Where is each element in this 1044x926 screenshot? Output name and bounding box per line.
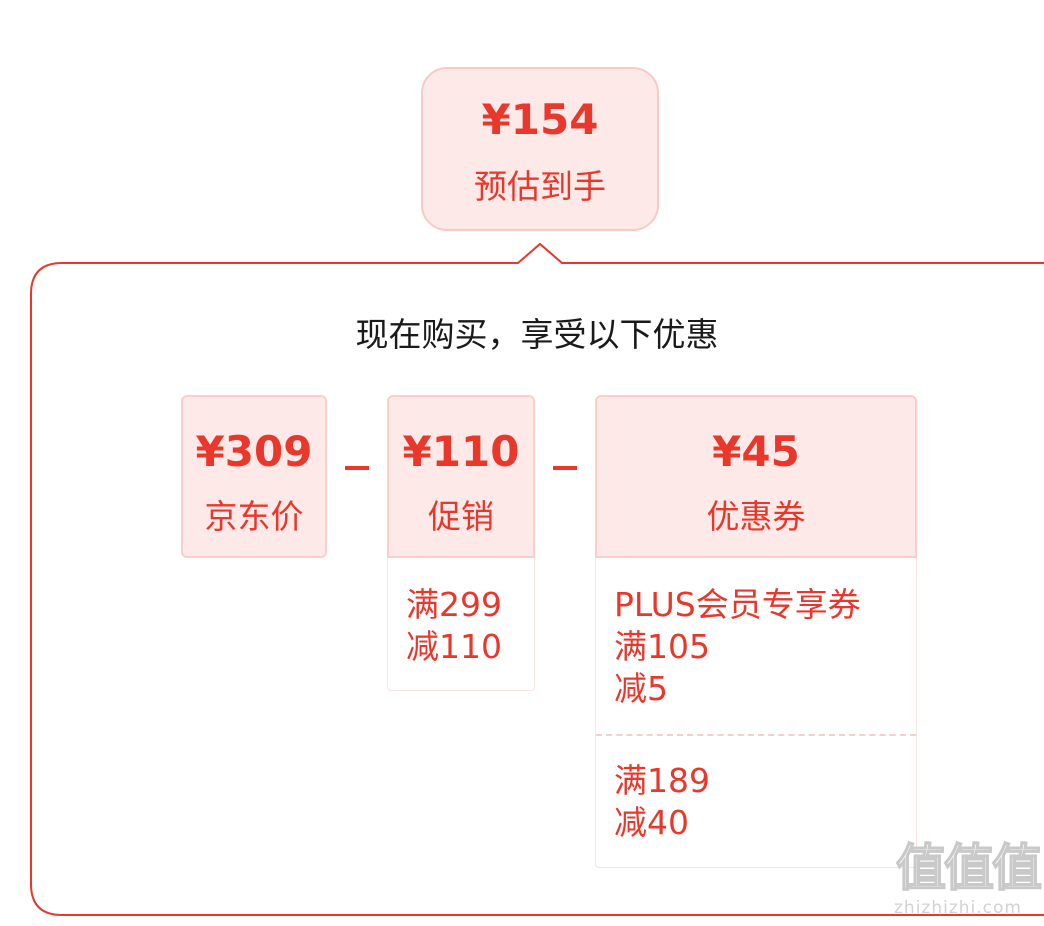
coupon-item-discount: 减40 xyxy=(614,803,689,842)
estimated-price-value: ¥154 xyxy=(481,95,599,144)
coupon-item-discount: 减5 xyxy=(614,669,668,708)
coupon-item: 满189 减40 xyxy=(614,760,710,844)
promotion-value: ¥110 xyxy=(402,427,520,476)
coupon-divider xyxy=(596,734,916,736)
coupon-item-threshold: 满105 xyxy=(614,627,710,666)
coupon-chip: ¥45 优惠券 xyxy=(595,395,917,558)
coupon-value: ¥45 xyxy=(712,427,800,476)
promotion-chip: ¥110 促销 xyxy=(387,395,535,558)
jd-price-value: ¥309 xyxy=(195,427,313,476)
minus-operator-1 xyxy=(345,466,369,470)
jd-price-chip: ¥309 京东价 xyxy=(181,395,327,558)
coupon-detail-card: PLUS会员专享券 满105 减5 满189 减40 xyxy=(595,558,917,868)
coupon-label: 优惠券 xyxy=(706,497,806,536)
estimated-price-label: 预估到手 xyxy=(474,167,606,206)
coupon-item-name: PLUS会员专享券 xyxy=(614,585,861,624)
promotion-rule-discount: 减110 xyxy=(406,627,502,666)
promotion-rules: 满299 减110 xyxy=(406,584,502,668)
promotion-label: 促销 xyxy=(428,497,494,536)
minus-operator-2 xyxy=(553,466,577,470)
estimated-price-bubble: ¥154 预估到手 xyxy=(421,67,659,231)
coupon-item-threshold: 满189 xyxy=(614,761,710,800)
coupon-item: PLUS会员专享券 满105 减5 xyxy=(614,584,861,710)
jd-price-label: 京东价 xyxy=(204,497,304,536)
promotion-rule-threshold: 满299 xyxy=(406,585,502,624)
promotion-detail-card: 满299 减110 xyxy=(387,558,535,691)
panel-title: 现在购买，享受以下优惠 xyxy=(355,315,719,354)
